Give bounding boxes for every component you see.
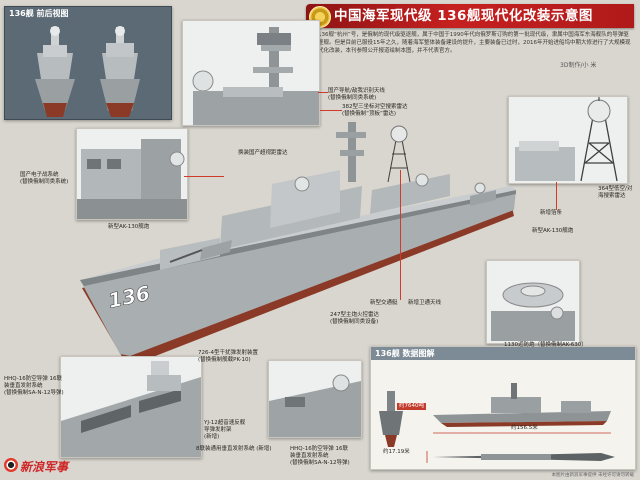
callout-otp-radar: 换装国产超视距雷达 [238,150,288,156]
leader-line [320,110,342,111]
front-rear-view-title: 136舰 前后视图 [9,9,69,18]
callout-ak130-aft: 新型AK-130舰炮 [532,228,574,234]
callout-boat: 新型交通艇 [370,300,398,306]
data-drawing [379,383,615,463]
callout-yj12: YJ-12超音速反舰 导弹发射架 (新增) [204,420,246,440]
callout-ew-system: 国产电子战系统 (替换俄制同类系统) [20,172,69,185]
launcher-detail-drawing [269,361,361,437]
callout-hhq16-vls-fore: HHQ-16防空导弹 16联 装垂直发射系统 (替换俄制SA-N-12导弹) [4,376,64,396]
aft-gun-detail-panel [486,260,580,344]
callout-8cell-vls: 8联装通用垂直发射系统 (新增) [196,446,272,452]
footer-text: 本图片由新浪军事提供 未经许可请勿转载 [551,473,634,478]
callout-1130-ciws: 1130近防炮（替换俄制AK-630） [504,342,587,348]
credit-text: 3D制作/小 米 [560,62,597,69]
callout-hhq16-vls-aft: HHQ-16防空导弹 16联 装垂直发射系统 (替换俄制SA-N-12导弹) [290,446,350,466]
callout-ak130-fore: 新型AK-130舰炮 [108,224,150,230]
ew-detail-panel [76,128,188,220]
main-ship-drawing: 136 [80,122,516,362]
sina-logo-icon [4,458,18,472]
data-panel-title: 136舰 数据图解 [371,347,635,360]
leader-line [184,176,224,177]
aft-gun-detail-drawing [487,261,579,343]
callout-nav-antenna: 国产导航/敌我识别天线 (替换俄制同类系统) [328,88,385,101]
front-rear-view-drawing [35,26,140,117]
brand-logo-text: 新浪军事 [20,460,69,474]
callout-382-radar: 382型三坐标对空搜索雷达 (替换俄制“顶板”雷达) [342,104,408,117]
callout-726-launcher: 726-4型干扰弹发射装置 (替换俄制舰载PK-10) [198,350,258,363]
ew-detail-drawing [77,129,187,219]
front-rear-view-panel: 136舰 前后视图 [4,6,172,120]
leader-line [400,170,401,300]
launcher-detail-panel [268,360,362,438]
mast-detail-drawing [183,21,319,125]
callout-247-radar: 247型主炮火控雷达 (替换俄制同类设备) [330,312,379,325]
length-label: 约156.5米 [511,425,538,431]
intro-text: 136舰“杭州”号，是俄制的现代级驱逐舰，属于中国于1990年代向俄罗斯订购的第… [318,32,631,54]
leader-line [318,92,328,93]
callout-satcom: 新增卫通天线 [408,300,442,306]
beam-label: 约17.19米 [383,449,410,455]
vls-detail-drawing [61,357,201,457]
page-title: 中国海军现代级 136舰现代化改装示意图 [334,8,593,24]
callout-chaff: 新增箔条 [540,210,563,216]
callout-364-radar: 364型低空/对 海搜索雷达 [598,186,633,199]
mast-detail-panel [182,20,320,126]
radar-detail-drawing [509,97,627,183]
leader-line [556,182,557,210]
displacement-label: 约7640吨 [397,403,426,410]
title-banner: 中国海军现代级 136舰现代化改装示意图 [306,4,634,28]
vls-detail-panel [60,356,202,458]
data-panel: 136舰 数据图解 约7640吨 约156.5米 约17.19米 [370,346,636,470]
radar-detail-panel [508,96,628,184]
